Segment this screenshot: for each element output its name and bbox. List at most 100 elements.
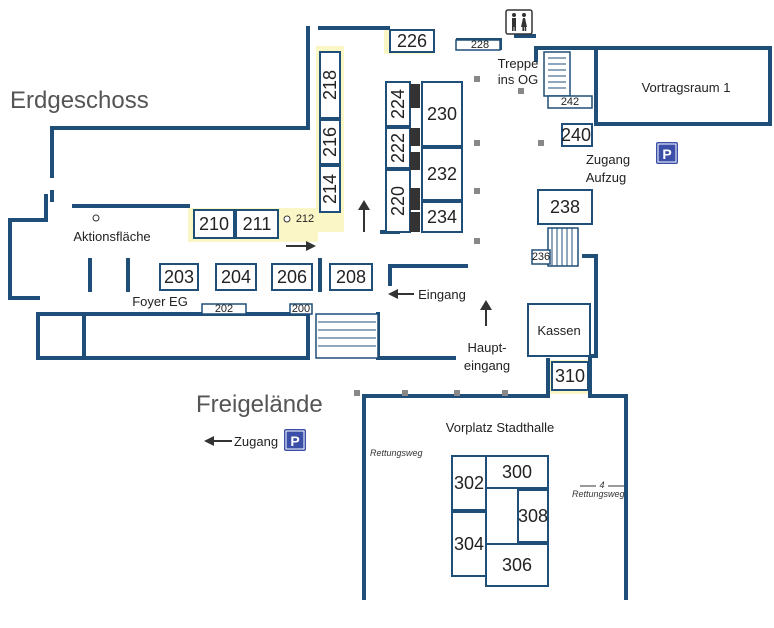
restroom-icon bbox=[505, 9, 533, 35]
eingang-label: Eingang bbox=[418, 287, 466, 302]
room-240-label: 240 bbox=[561, 125, 591, 145]
marker-212 bbox=[283, 215, 291, 223]
room-216[interactable] bbox=[319, 119, 341, 165]
room-302-label: 302 bbox=[454, 473, 484, 493]
room-208-label: 208 bbox=[336, 267, 366, 287]
room-226-label: 226 bbox=[397, 31, 427, 51]
room-304[interactable] bbox=[451, 511, 487, 577]
room-300[interactable] bbox=[485, 455, 549, 489]
room-306-label: 306 bbox=[502, 555, 532, 575]
parking-icon: P bbox=[656, 142, 678, 164]
dark-block-3 bbox=[410, 152, 420, 170]
pillar-dots bbox=[354, 76, 544, 396]
room-242[interactable] bbox=[547, 95, 593, 109]
arrow-left-zugang bbox=[204, 436, 232, 446]
room-232[interactable] bbox=[421, 147, 463, 201]
kassen-label: Kassen bbox=[537, 323, 580, 338]
room-226[interactable] bbox=[389, 29, 435, 53]
room-300-label: 300 bbox=[502, 462, 532, 482]
room-234-label: 234 bbox=[427, 207, 457, 227]
freigelaende-title: Freigelände bbox=[196, 391, 323, 418]
room-310[interactable] bbox=[551, 361, 589, 391]
dark-block-4 bbox=[410, 188, 420, 210]
parking-label: P bbox=[662, 146, 671, 162]
room-238[interactable] bbox=[537, 189, 593, 225]
dark-block-5 bbox=[410, 212, 420, 232]
room-304-label: 304 bbox=[454, 534, 484, 554]
treppe-label-1: Treppe bbox=[498, 56, 539, 71]
arrow-right-foyer bbox=[286, 241, 316, 251]
haupteingang-label-1: Haupt- bbox=[467, 340, 506, 355]
stairs-236 bbox=[547, 227, 579, 267]
room-200-label: 200 bbox=[292, 303, 310, 315]
room-218-label: 218 bbox=[320, 70, 340, 100]
arrow-left-eingang bbox=[388, 289, 414, 299]
room-206-label: 206 bbox=[277, 267, 307, 287]
room-302[interactable] bbox=[451, 455, 487, 511]
foyer-label: Foyer EG bbox=[132, 294, 188, 309]
vortragsraum-label: Vortragsraum 1 bbox=[642, 80, 731, 95]
aktionsflaeche-marker bbox=[92, 214, 100, 222]
room-236[interactable] bbox=[531, 249, 551, 265]
rettungsweg-right-num: 4 bbox=[599, 480, 604, 490]
room-203-label: 203 bbox=[164, 267, 194, 287]
dark-block-1 bbox=[410, 84, 420, 108]
room-308-label: 308 bbox=[518, 506, 548, 526]
room-306[interactable] bbox=[485, 543, 549, 587]
room-202[interactable] bbox=[201, 303, 247, 315]
room-203[interactable] bbox=[159, 263, 199, 291]
room-232-label: 232 bbox=[427, 164, 457, 184]
room-228-label: 228 bbox=[471, 39, 489, 51]
room-238-label: 238 bbox=[550, 197, 580, 217]
room-210-label: 210 bbox=[199, 214, 229, 234]
room-224-label: 224 bbox=[388, 89, 408, 119]
room-218[interactable] bbox=[319, 51, 341, 119]
zugang-aufzug-label-2: Aufzug bbox=[586, 170, 626, 185]
room-208[interactable] bbox=[329, 263, 373, 291]
room-211-label: 211 bbox=[243, 214, 272, 234]
room-kassen[interactable] bbox=[527, 303, 591, 357]
rettungsweg-left-label: Rettungsweg bbox=[370, 448, 423, 458]
arrow-up-214 bbox=[358, 200, 370, 232]
room-240[interactable] bbox=[561, 123, 593, 147]
room-220[interactable] bbox=[385, 169, 411, 233]
vorplatz-label: Vorplatz Stadthalle bbox=[446, 420, 554, 435]
parking-icon: P bbox=[284, 429, 306, 451]
zugang-aufzug-label-1: Zugang bbox=[586, 152, 630, 167]
room-210[interactable] bbox=[193, 209, 235, 239]
room-212-label: 212 bbox=[296, 213, 314, 225]
room-236-label: 236 bbox=[532, 251, 550, 263]
room-204[interactable] bbox=[215, 263, 257, 291]
room-204-label: 204 bbox=[221, 267, 251, 287]
room-230-label: 230 bbox=[427, 104, 457, 124]
room-308[interactable] bbox=[517, 489, 549, 543]
room-230[interactable] bbox=[421, 81, 463, 147]
erdgeschoss-title: Erdgeschoss bbox=[10, 87, 149, 114]
stairs-main bbox=[315, 313, 379, 359]
room-202-label: 202 bbox=[215, 303, 233, 315]
room-242-label: 242 bbox=[561, 96, 579, 108]
room-310-label: 310 bbox=[555, 366, 585, 386]
arrow-up-haupteingang bbox=[480, 300, 492, 326]
room-214[interactable] bbox=[319, 165, 341, 213]
room-206[interactable] bbox=[271, 263, 313, 291]
treppe-label-2: ins OG bbox=[498, 72, 538, 87]
haupteingang-label-2: eingang bbox=[464, 358, 510, 373]
room-234[interactable] bbox=[421, 201, 463, 233]
dark-block-2 bbox=[410, 128, 420, 146]
room-220-label: 220 bbox=[388, 186, 408, 216]
room-228[interactable] bbox=[455, 39, 501, 51]
room-216-label: 216 bbox=[320, 127, 340, 157]
room-200[interactable] bbox=[289, 303, 313, 315]
zugang-label: Zugang bbox=[234, 434, 278, 449]
room-222-label: 222 bbox=[388, 133, 408, 163]
stairs-og bbox=[543, 51, 571, 97]
room-211[interactable] bbox=[235, 209, 279, 239]
aktionsflaeche-label: Aktionsfläche bbox=[73, 229, 150, 244]
room-214-label: 214 bbox=[320, 174, 340, 204]
parking-label: P bbox=[290, 433, 299, 449]
room-224[interactable] bbox=[385, 81, 411, 127]
rettungsweg-right-label: Rettungsweg bbox=[572, 489, 625, 499]
room-222[interactable] bbox=[385, 127, 411, 169]
